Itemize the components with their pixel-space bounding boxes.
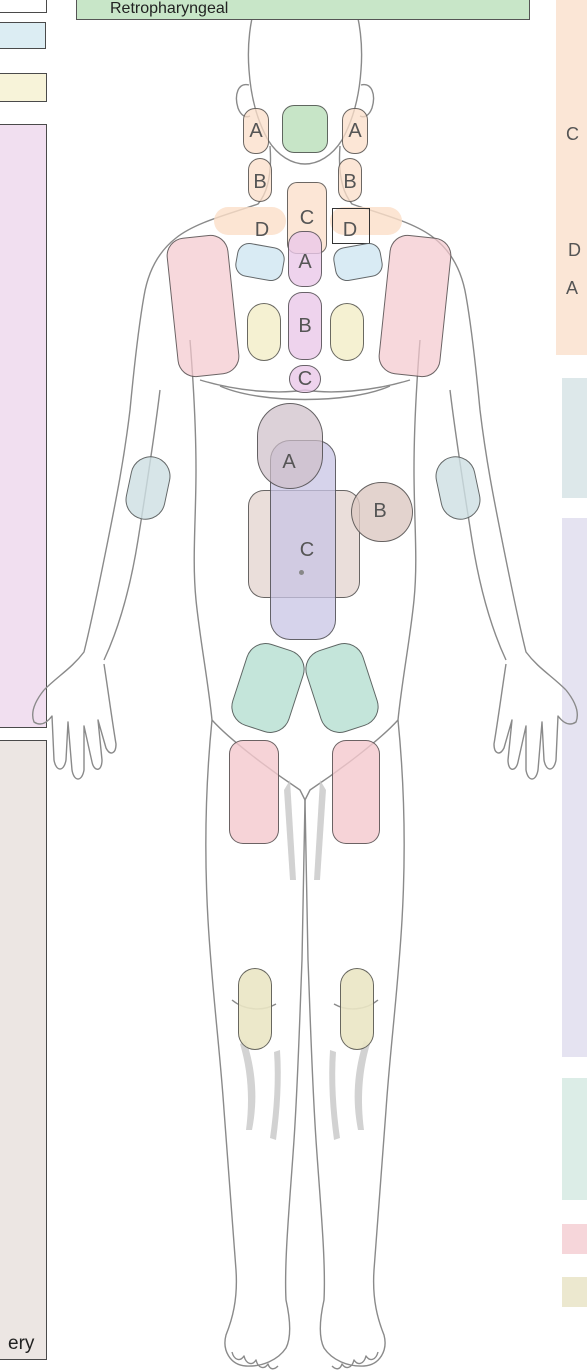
umbilicus-mark (299, 570, 304, 575)
abdominal-c-label: C (300, 540, 314, 560)
cervical-a-left-label: A (249, 121, 262, 141)
hilar-right (330, 303, 364, 361)
hilar-left (247, 303, 281, 361)
retropharyngeal-label: Retropharyngeal (110, 0, 228, 18)
femoral-right (332, 740, 380, 844)
abdominal-a-label: A (282, 452, 295, 472)
popliteal-left (238, 968, 272, 1050)
popliteal-right (340, 968, 374, 1050)
cervical-c-label: C (300, 208, 314, 228)
mediastinal-b-label: B (298, 316, 311, 336)
abdominal-b-label: B (373, 501, 386, 521)
mediastinal-a-label: A (298, 252, 311, 272)
cervical-a-right-label: A (348, 121, 361, 141)
mediastinal-c-label: C (298, 369, 312, 389)
supraclavicular-left (214, 207, 286, 235)
supraclavicular-d-left-label: D (255, 220, 269, 240)
supraclavicular-d-right-label: D (343, 220, 357, 240)
retropharyngeal-region (282, 105, 328, 153)
cervical-b-left-label: B (253, 172, 266, 192)
femoral-left (229, 740, 279, 844)
cervical-b-right-label: B (343, 172, 356, 192)
abdominal-a (257, 403, 323, 489)
